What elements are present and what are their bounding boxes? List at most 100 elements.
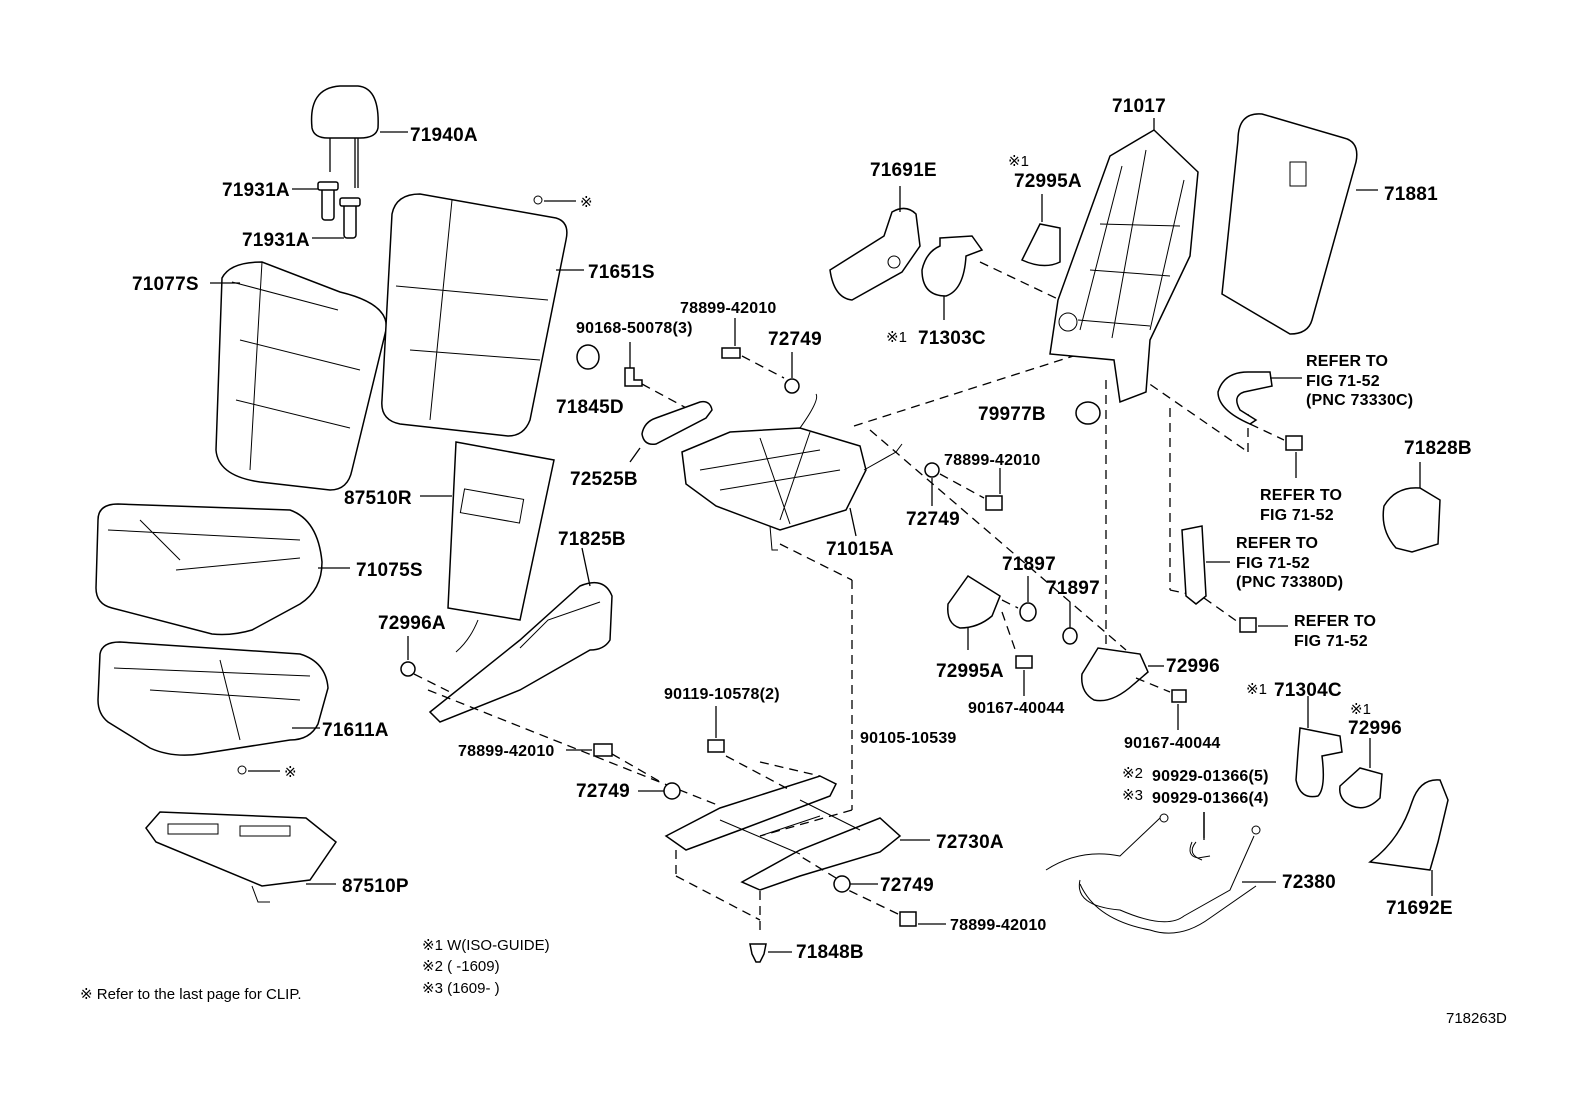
label-71931A-1: 71931A [222, 180, 290, 201]
ref3-line2: FIG 71-52 [1236, 555, 1310, 572]
label-72749-1: 72749 [768, 329, 822, 350]
seatback-cover-drawing [210, 261, 387, 491]
guide-71304C [1295, 696, 1343, 798]
refer-labels: REFER TO FIG 71-52 (PNC 73330C) REFER TO… [1236, 353, 1413, 650]
label-71304C: 71304C [1274, 680, 1342, 701]
bolt-72996A [400, 636, 451, 693]
label-71848B: 71848B [796, 942, 864, 963]
mark-3: ※3 [1122, 787, 1143, 804]
cushion-pad-drawing [97, 641, 329, 756]
mark-2: ※2 [1122, 765, 1143, 782]
ref3-line1: REFER TO [1236, 535, 1318, 552]
seatback-pad-drawing [381, 193, 584, 437]
label-71931A-2: 71931A [242, 230, 310, 251]
label-72380: 72380 [1282, 872, 1336, 893]
nut-72749-lower-left [638, 782, 681, 800]
note-clip: ※ Refer to the last page for CLIP. [80, 986, 302, 1003]
label-90168: 90168-50078(3) [576, 320, 693, 337]
bolt-78899-lower-left [566, 743, 665, 785]
cushion-cover-drawing [95, 503, 350, 636]
asterisk-bottom: ※ [284, 764, 297, 781]
ref1-line2: FIG 71-52 [1306, 373, 1380, 390]
side-shield-drawing [428, 547, 613, 723]
label-71828B: 71828B [1404, 438, 1472, 459]
label-71897-1: 71897 [1002, 554, 1056, 575]
label-78899-4: 78899-42010 [950, 917, 1047, 934]
label-72749-2: 72749 [906, 509, 960, 530]
nut-72749-top [784, 352, 800, 394]
note-1: ※1 W(ISO-GUIDE) [422, 937, 550, 954]
bolt-90168 [624, 342, 691, 411]
seat-adjuster-drawing [664, 775, 930, 891]
cushion-frame-drawing [681, 393, 903, 551]
bolt-78899-lower-right [847, 889, 946, 927]
ref2-line2: FIG 71-52 [1260, 507, 1334, 524]
headrest-drawing [310, 85, 408, 188]
label-78899-1: 78899-42010 [680, 300, 777, 317]
belt-buckle-73330C [1217, 371, 1302, 425]
label-71303C: 71303C [918, 328, 986, 349]
cover-72996 [1081, 647, 1164, 702]
label-90119: 90119-10578(2) [664, 686, 780, 703]
label-71825B: 71825B [558, 529, 626, 550]
diagram-id: 718263D [1446, 1010, 1507, 1027]
label-71897-2: 71897 [1046, 578, 1100, 599]
label-72749-4: 72749 [880, 875, 934, 896]
label-71881: 71881 [1384, 184, 1438, 205]
cushion-heater-drawing [145, 811, 338, 903]
label-71077S: 71077S [132, 274, 199, 295]
nut-72749-lower-right [799, 855, 878, 893]
label-90167-1: 90167-40044 [968, 700, 1065, 717]
bolt-refer-1 [1249, 423, 1303, 478]
label-79977B: 79977B [978, 404, 1046, 425]
label-71075S: 71075S [356, 560, 423, 581]
belt-73380D [1181, 525, 1230, 605]
ref3-line3: (PNC 73380D) [1236, 574, 1343, 591]
cable-72380 [1045, 812, 1276, 934]
bolt-78899-mid [939, 468, 1003, 511]
label-90929-5: 90929-01366(5) [1152, 768, 1269, 785]
mark-1-72995A: ※1 [1008, 153, 1029, 170]
label-71691E: 71691E [870, 160, 937, 181]
asterisk-labels: ※ ※ [284, 194, 593, 781]
note-3: ※3 (1609- ) [422, 980, 500, 997]
ref4-line2: FIG 71-52 [1294, 633, 1368, 650]
label-71940A: 71940A [410, 125, 478, 146]
label-72730A: 72730A [936, 832, 1004, 853]
note-2: ※2 ( -1609) [422, 958, 500, 975]
label-87510R: 87510R [344, 488, 412, 509]
plug-79977B [1075, 401, 1101, 425]
label-90929-4: 90929-01366(4) [1152, 790, 1269, 807]
recliner-cover-71691E [829, 186, 921, 301]
cover-72996-iso [1339, 738, 1383, 809]
cover-72995A-lower [947, 574, 1001, 650]
ref1-line1: REFER TO [1306, 353, 1388, 370]
cap-71845D [576, 344, 600, 370]
label-72525B: 72525B [570, 469, 638, 490]
label-71611A: 71611A [322, 720, 389, 741]
mark-1-71303C: ※1 [886, 329, 907, 346]
seatback-frame-drawing [1049, 118, 1199, 404]
part-labels: 71940A 71931A 71931A 71077S 71651S 78899… [132, 96, 1472, 963]
label-78899-3: 78899-42010 [458, 743, 555, 760]
nut-72749-mid [924, 462, 940, 506]
label-71845D: 71845D [556, 397, 624, 418]
label-72995A-1: 72995A [1014, 171, 1082, 192]
label-72749-3: 72749 [576, 781, 630, 802]
label-71651S: 71651S [588, 262, 655, 283]
cover-71692E [1368, 779, 1449, 896]
bolt-refer-2 [1203, 597, 1288, 633]
mark-1-71304C: ※1 [1246, 681, 1267, 698]
label-71017: 71017 [1112, 96, 1166, 117]
lever-72525B [629, 400, 713, 463]
seatback-heater-drawing [420, 441, 555, 653]
label-72996-iso: 72996 [1348, 718, 1402, 739]
label-72996: 72996 [1166, 656, 1220, 677]
cover-71828B [1382, 462, 1441, 553]
ref1-line3: (PNC 73330C) [1306, 392, 1413, 409]
clip-71848B [749, 886, 792, 963]
screw-90167-1 [1001, 611, 1033, 696]
adjuster-dashed-box [675, 761, 853, 921]
label-87510P: 87510P [342, 876, 409, 897]
